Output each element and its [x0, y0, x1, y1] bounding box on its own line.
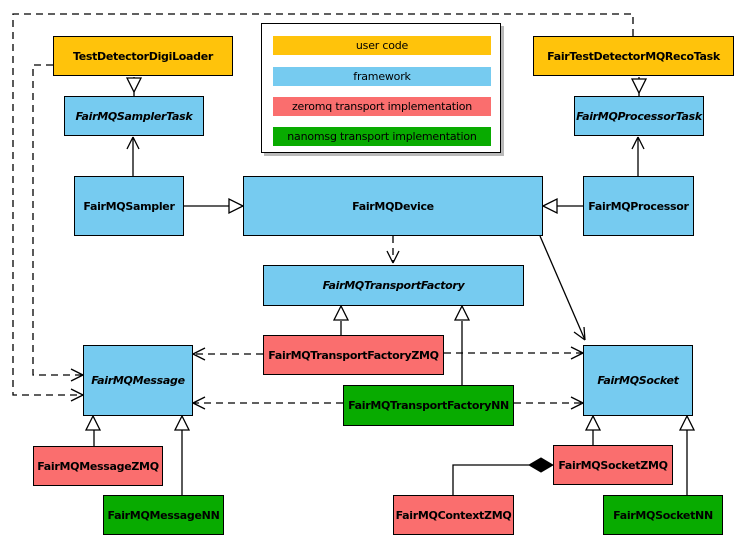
node-fairmq-processor: FairMQProcessor	[583, 176, 694, 236]
node-fairmq-message-nn: FairMQMessageNN	[103, 495, 224, 535]
node-fairmq-sampler: FairMQSampler	[74, 176, 184, 236]
node-fairmq-sampler-task: FairMQSamplerTask	[64, 96, 204, 136]
edge-factorynn-socket	[514, 396, 584, 410]
edge-messagezmq-message	[84, 414, 102, 446]
edge-factoryzmq-message	[192, 347, 263, 361]
node-fairmq-socket: FairMQSocket	[583, 345, 693, 416]
node-fairmq-device: FairMQDevice	[243, 176, 543, 236]
node-fairmq-context-zmq: FairMQContextZMQ	[393, 495, 514, 535]
edge-device-socket	[539, 235, 586, 341]
node-fairmq-transport-factory-nn: FairMQTransportFactoryNN	[343, 385, 514, 426]
edge-processor-device	[541, 197, 583, 215]
node-fairmq-message: FairMQMessage	[83, 345, 193, 416]
edge-factoryzmq-factory	[332, 304, 350, 335]
edge-recotask-processortask	[630, 77, 648, 96]
edge-factorynn-message	[192, 396, 343, 410]
edge-socketzmq-socket	[584, 414, 602, 445]
edge-factoryzmq-socket	[444, 346, 584, 360]
edge-sampler-device	[184, 197, 245, 215]
node-test-detector-digi-loader: TestDetectorDigiLoader	[53, 36, 233, 76]
edge-processor-processortask	[631, 136, 645, 176]
node-fairmq-socket-nn: FairMQSocketNN	[603, 495, 723, 535]
legend: user code framework zeromq transport imp…	[261, 23, 501, 153]
node-fair-test-detector-mq-reco-task: FairTestDetectorMQRecoTask	[533, 36, 734, 76]
node-fairmq-processor-task: FairMQProcessorTask	[574, 96, 704, 136]
legend-item-zeromq: zeromq transport implementation	[273, 97, 491, 116]
edge-sampler-samplertask	[126, 136, 140, 176]
legend-item-framework: framework	[273, 67, 491, 86]
node-fairmq-transport-factory-zmq: FairMQTransportFactoryZMQ	[263, 335, 444, 375]
node-fairmq-message-zmq: FairMQMessageZMQ	[33, 446, 163, 486]
edge-socketnn-socket	[678, 414, 696, 495]
legend-item-nanomsg: nanomsg transport implementation	[273, 127, 491, 146]
edge-factorynn-factory	[453, 304, 471, 385]
edge-socketzmq-contextzmq	[452, 457, 554, 495]
edge-messagenn-message	[173, 414, 191, 495]
edge-digiloader-samplertask	[125, 77, 143, 96]
node-fairmq-socket-zmq: FairMQSocketZMQ	[553, 445, 673, 485]
legend-item-user-code: user code	[273, 36, 491, 55]
node-fairmq-transport-factory: FairMQTransportFactory	[263, 265, 524, 306]
edge-device-transportfactory	[386, 236, 400, 264]
